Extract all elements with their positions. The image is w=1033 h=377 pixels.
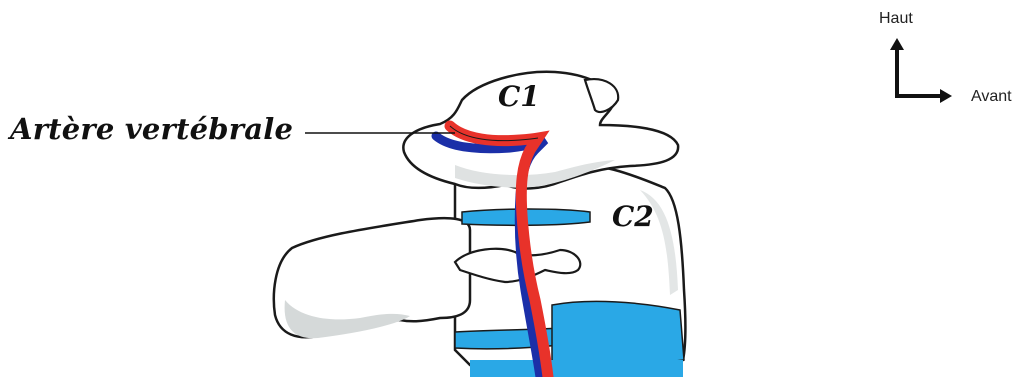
up-axis-label: Haut (879, 10, 913, 28)
c2-anterior-disc (552, 301, 684, 368)
c2-lower-band (470, 360, 683, 377)
c2-label: C2 (612, 200, 654, 233)
c1-vertebra (403, 72, 678, 189)
orientation-axes (890, 38, 952, 103)
c1-label: C1 (498, 80, 540, 113)
artery-label: Artère vertébrale (10, 112, 293, 146)
forward-axis-label: Avant (971, 88, 1012, 106)
